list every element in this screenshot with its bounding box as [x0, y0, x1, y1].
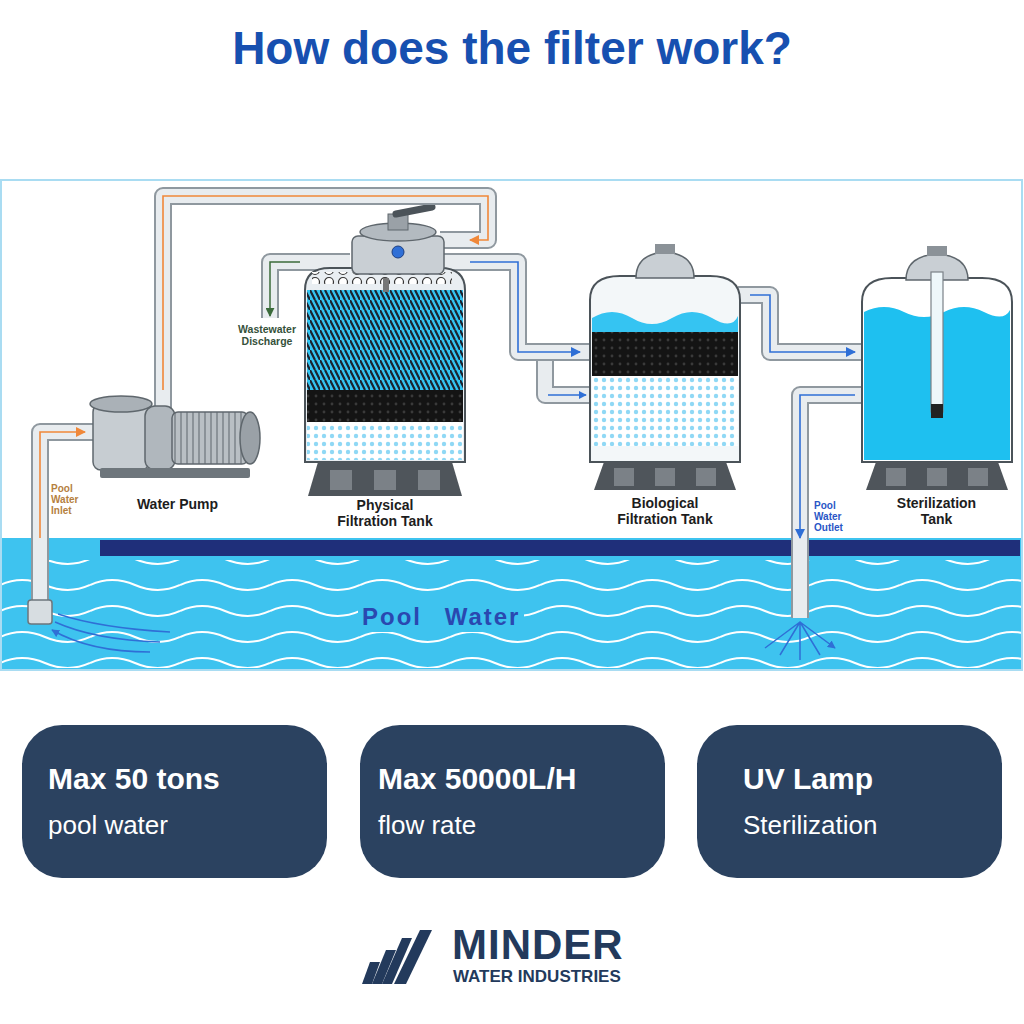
drawing-path [31, 538, 49, 608]
part-label: Physical Filtration Tank [325, 497, 445, 529]
tank-box: Physical Filtration Tank [300, 205, 470, 529]
drawing-path [52, 614, 170, 652]
pipe-stroke [470, 262, 580, 352]
drawing-circle [392, 246, 404, 258]
pump-box: Water Pump [85, 390, 270, 512]
pipe-stroke [163, 196, 488, 390]
pool-water-band: Pool Water [2, 538, 1021, 669]
drawing-path [590, 276, 740, 462]
tank-box: Sterilization Tank [855, 245, 1018, 527]
drawing-path [866, 462, 1008, 490]
drawing-rect [592, 332, 738, 376]
water-pump-art [85, 390, 260, 478]
drawing-rect [100, 540, 1020, 556]
drawing-path [594, 462, 736, 490]
drawing-path [270, 262, 300, 316]
info-box: Max 50 tons pool water [22, 725, 327, 878]
part-label: Biological Filtration Tank [605, 495, 725, 527]
drawing-path [548, 394, 586, 396]
diagram-panel [1, 180, 1022, 670]
drawing-rect [592, 376, 738, 446]
info-text: Max 50 tons [48, 761, 327, 797]
drawing-rect [383, 278, 389, 292]
pipe-label: Pool Water Inlet [51, 483, 87, 516]
drawing-rect [145, 406, 175, 470]
drawing-path [308, 462, 462, 496]
pipe-stroke [800, 395, 855, 538]
info-text: pool water [48, 809, 327, 841]
drawing-path [592, 312, 738, 332]
drawing-ellipse [240, 412, 260, 464]
drawing-path [765, 622, 835, 660]
drawing-rect [927, 246, 947, 256]
info-text: Sterilization [743, 809, 1002, 841]
drawing-rect [655, 244, 675, 254]
drawing-rect [418, 470, 440, 490]
flow-arrow [163, 196, 488, 390]
pipe-stroke [750, 295, 855, 352]
part-label: Sterilization Tank [887, 495, 987, 527]
drawing-rect [968, 468, 988, 486]
drawing-rect [931, 404, 943, 418]
drawing-rect [93, 404, 149, 470]
drawing-rect [927, 468, 947, 486]
pipe-connector [800, 395, 855, 538]
drawing-rect [614, 468, 634, 486]
drawing-rect [2, 560, 1021, 668]
info-box: UV LampSterilization [697, 725, 1002, 878]
part-label: Water Pump [93, 496, 263, 512]
drawing-rect [2, 538, 1021, 669]
logo-mark [362, 930, 432, 984]
drawing-rect [100, 468, 250, 478]
info-text: Max 50000L/H [378, 761, 665, 797]
physical-tank-art [270, 207, 470, 496]
pipe-stroke [163, 196, 488, 390]
drawing-rect [374, 470, 396, 490]
drawing-path [33, 538, 47, 608]
info-text: flow rate [378, 809, 665, 841]
pipe-stroke [470, 262, 580, 352]
drawing-rect [886, 468, 906, 486]
pipe-label: Wastewater Discharge [228, 324, 306, 347]
drawing-rect [931, 272, 943, 412]
drawing-path [791, 538, 809, 618]
drawing-path [396, 207, 432, 214]
info-text: UV Lamp [743, 761, 1002, 797]
brand-name: MINDER [452, 922, 692, 968]
pipe-connector [750, 295, 855, 352]
pipe-stroke [800, 395, 855, 538]
drawing-path [636, 252, 694, 278]
pipe-stroke [750, 295, 855, 352]
biological-tank-art [545, 244, 750, 490]
flow-arrow [800, 395, 855, 538]
page-title: How does the filter work? [0, 20, 1024, 76]
drawing-rect [696, 468, 716, 486]
drawing-rect [307, 290, 463, 390]
drawing-path [305, 268, 465, 462]
drawing-rect [307, 390, 463, 422]
drawing-rect [307, 422, 463, 460]
brand-tagline: WATER INDUSTRIES [453, 968, 693, 987]
pool-water-art [2, 538, 1021, 669]
info-box: Max 50000L/H flow rate [360, 725, 665, 878]
flow-arrow [750, 295, 855, 352]
drawing-rect [655, 468, 675, 486]
tank-box: Biological Filtration Tank [580, 245, 750, 527]
pipe-connector [470, 262, 580, 352]
drawing-ellipse [90, 396, 152, 412]
pipe-label: Pool Water Outlet [814, 500, 852, 533]
pipe-connector [163, 196, 488, 390]
drawing-rect [172, 412, 248, 464]
drawing-polygon [394, 930, 432, 984]
drawing-rect [330, 470, 352, 490]
sterilization-tank-art [853, 246, 1012, 490]
water-label: Pool Water [358, 602, 524, 632]
drawing-rect [28, 600, 52, 624]
flow-arrow [470, 262, 580, 352]
drawing-path [793, 538, 807, 618]
